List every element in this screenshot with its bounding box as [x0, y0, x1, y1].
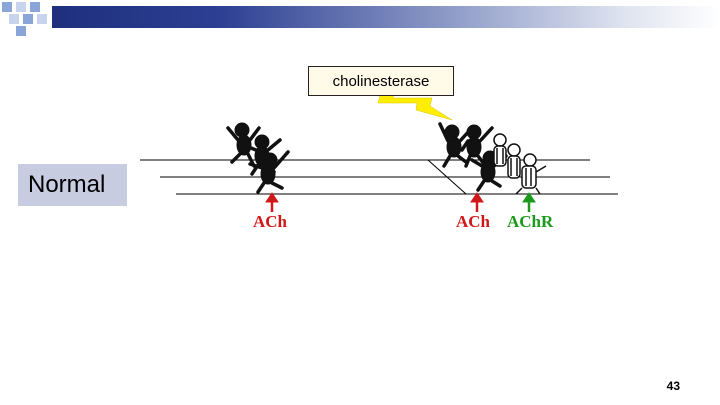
corner-decoration	[2, 2, 47, 36]
condition-label: Normal	[18, 164, 127, 206]
ach-label-right: ACh	[456, 212, 491, 231]
ach-arrow-right	[470, 192, 484, 212]
ach-arrow-left	[265, 192, 279, 212]
ach-label-left: ACh	[253, 212, 288, 231]
achr-receptor-figure	[493, 133, 547, 195]
dancer-figure	[460, 124, 494, 168]
achr-label: AChR	[507, 212, 554, 231]
dancer-figure	[226, 122, 261, 168]
dancer-figure	[438, 122, 472, 168]
achr-arrow	[522, 192, 536, 212]
membrane-lines	[140, 159, 618, 195]
ach-figures-left	[226, 122, 290, 194]
dancer-figure	[248, 150, 290, 194]
enzyme-label: cholinesterase	[308, 66, 454, 96]
page-number: 43	[666, 379, 680, 393]
header-bar	[52, 6, 720, 28]
